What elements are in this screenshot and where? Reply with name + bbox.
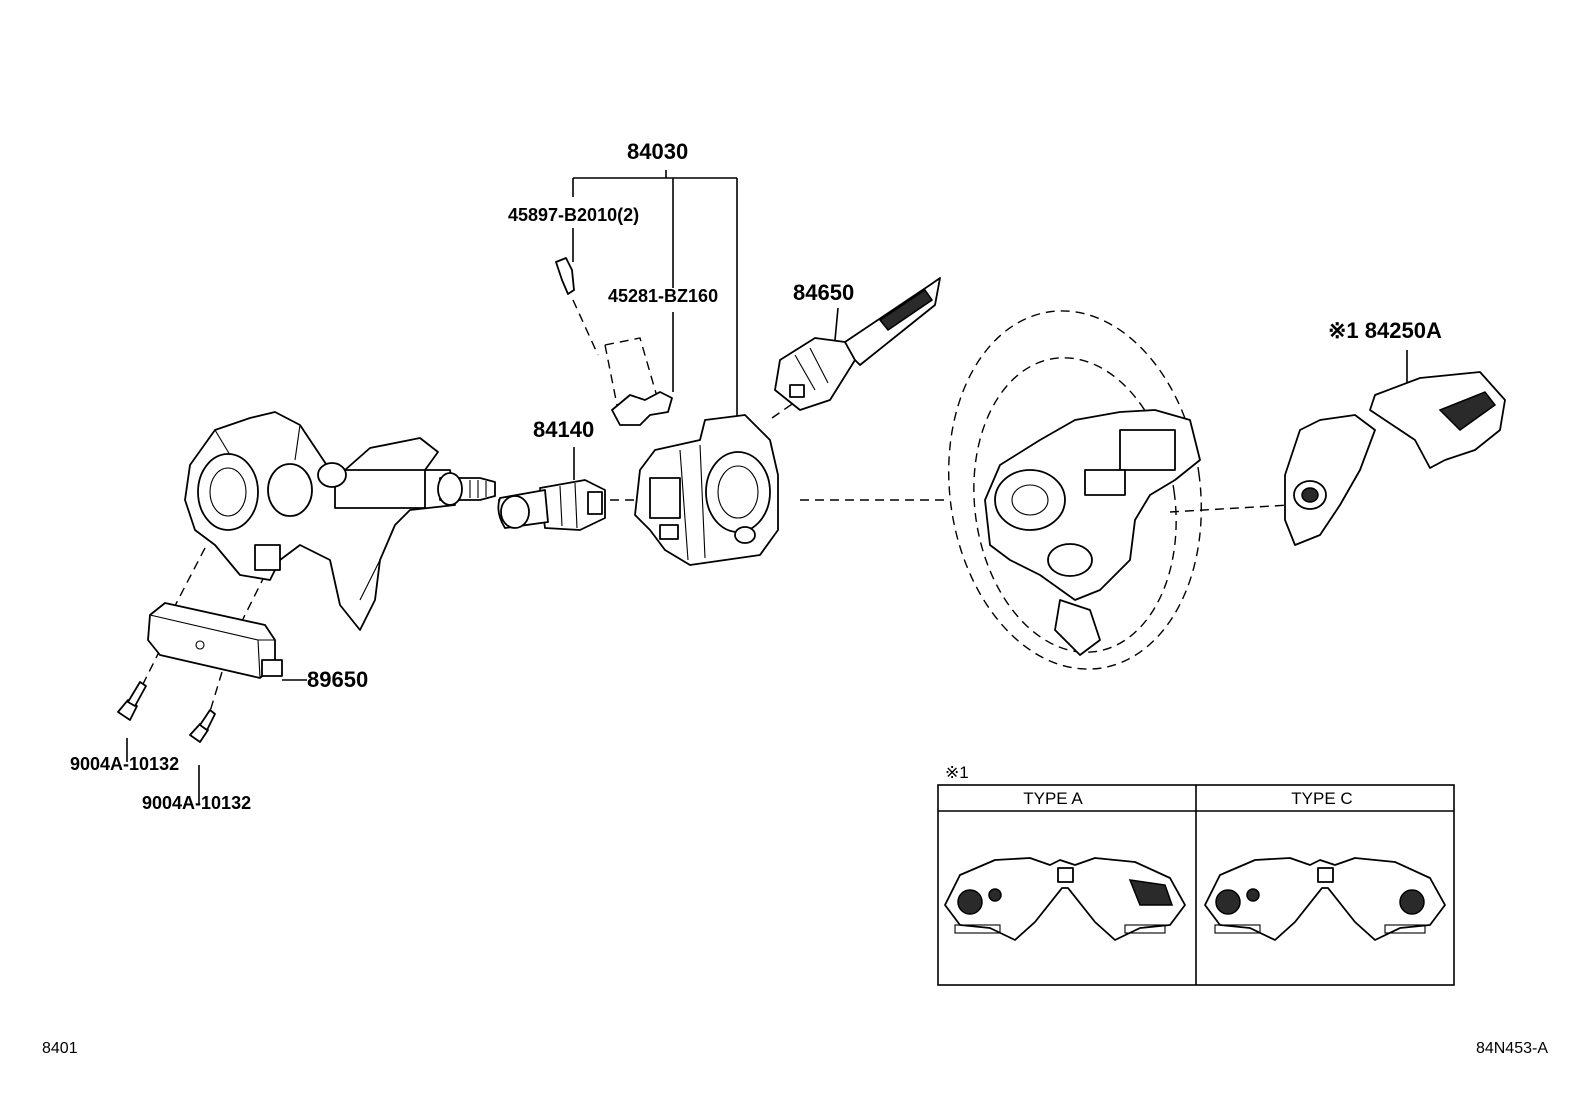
steering-column-icon: [184, 411, 496, 631]
footer-left-code: 8401: [42, 1040, 78, 1057]
spiral-cable-icon: [555, 257, 779, 566]
steering-pad-switch-icon: [1284, 371, 1506, 546]
leader-lines: [126, 170, 1408, 805]
inset-note-mark: ※1: [945, 763, 969, 782]
ignition-switch-icon: [497, 479, 606, 531]
inset-type-c-header: TYPE C: [1291, 789, 1352, 808]
turn-signal-switch-icon: [774, 277, 941, 411]
part-84250a-label: ※1 84250A: [1328, 318, 1442, 343]
part-84650-label: 84650: [793, 280, 854, 305]
part-labels: 84030 45897-B2010(2) 45281-BZ160 84650 8…: [70, 139, 1442, 813]
ecu-module-icon: [147, 602, 283, 679]
steering-wheel-icon: [984, 409, 1201, 656]
part-9004a-label-1: 9004A-10132: [70, 754, 179, 774]
variant-inset: ※1 TYPE A TYPE C: [937, 763, 1455, 986]
part-89650-label: 89650: [307, 667, 368, 692]
bolt-icon: [117, 681, 216, 743]
part-9004a-label-2: 9004A-10132: [142, 793, 251, 813]
part-84030-label: 84030: [627, 139, 688, 164]
part-84140-label: 84140: [533, 417, 594, 442]
type-c-pad-icon: [1204, 857, 1446, 941]
type-a-pad-icon: [944, 857, 1186, 941]
part-45281-label: 45281-BZ160: [608, 286, 718, 306]
footer-right-code: 84N453-A: [1476, 1040, 1548, 1057]
steering-wheel-outline: [948, 310, 1202, 670]
inset-type-a-header: TYPE A: [1023, 789, 1083, 808]
part-45897-label: 45897-B2010(2): [508, 205, 639, 225]
